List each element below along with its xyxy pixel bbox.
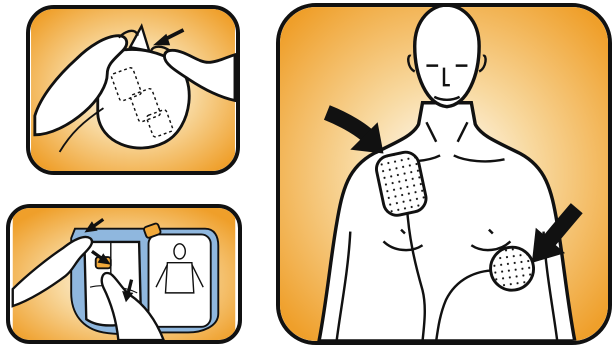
patient-head	[415, 7, 479, 107]
pad-diagram	[149, 234, 211, 326]
electrode-placement-illustration	[280, 7, 608, 341]
step-place-electrodes-panel	[276, 3, 612, 345]
peel-electrode-illustration	[10, 208, 238, 340]
open-package-illustration	[30, 9, 236, 171]
step-open-package-panel	[26, 5, 240, 175]
step-peel-electrode-panel	[6, 204, 242, 344]
